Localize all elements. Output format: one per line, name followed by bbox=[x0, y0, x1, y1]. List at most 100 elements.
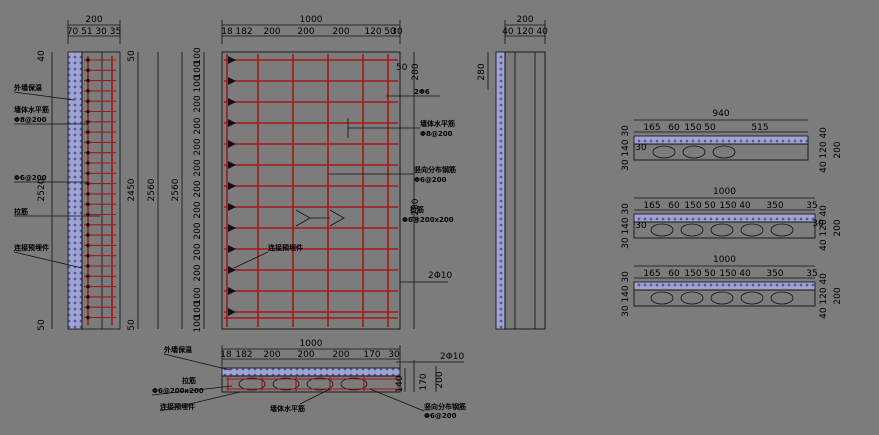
connector-mark bbox=[228, 98, 236, 106]
void-hole bbox=[710, 291, 734, 305]
section-part-dim: 60 bbox=[668, 201, 680, 211]
void-hole bbox=[770, 223, 794, 237]
void-hole bbox=[650, 291, 674, 305]
section-left-dims: 30 140 30 bbox=[621, 203, 631, 249]
section-right-total: 200 bbox=[833, 287, 843, 304]
bottom-void bbox=[238, 377, 266, 391]
left-dim-middle: 2520 bbox=[37, 178, 47, 201]
void-hole bbox=[710, 223, 734, 237]
label-horizontal-bar: 墙体水平筋 bbox=[14, 105, 49, 114]
front-top-part-dim: 30 bbox=[391, 27, 403, 37]
bottom-label-tie-spec: Φ6@200x200 bbox=[152, 387, 204, 395]
left-rung-dot bbox=[86, 212, 90, 217]
label-vertical-spec: Φ6@200 bbox=[14, 174, 47, 182]
front-top-part-dim: 182 bbox=[235, 27, 252, 37]
section-part-dim: 165 bbox=[643, 123, 660, 133]
front-left-dim: 200 bbox=[193, 117, 203, 134]
section-wall bbox=[633, 221, 816, 239]
left-rung-dot bbox=[86, 243, 90, 248]
bottom-part-dim: 200 bbox=[263, 350, 280, 360]
label-front-horizontal-bar: 墙体水平筋 bbox=[420, 119, 455, 128]
left-top-total-dim: 200 bbox=[85, 15, 102, 25]
right-dim-middle: 2450 bbox=[127, 178, 137, 201]
left-top-part-dims: 70 51 30 35 bbox=[67, 27, 121, 37]
bottom-label-horizontal: 墙体水平筋 bbox=[270, 404, 305, 413]
left-rung-dot bbox=[86, 192, 90, 196]
section-part-dim: 150 bbox=[684, 123, 701, 133]
section-part-dim: 150 bbox=[684, 269, 701, 279]
side-insulation bbox=[495, 51, 506, 330]
left-rung-dot bbox=[86, 161, 90, 165]
front-left-dim: 200 bbox=[193, 264, 203, 281]
side-top-total: 200 bbox=[516, 15, 533, 25]
connector-mark bbox=[228, 266, 236, 274]
left-rung-dot bbox=[86, 78, 90, 83]
section-wall bbox=[633, 289, 816, 307]
bottom-void-group bbox=[238, 377, 368, 391]
connector-mark bbox=[228, 224, 236, 232]
void-hole bbox=[740, 291, 764, 305]
front-right-dim-2280: 2280 bbox=[411, 198, 421, 221]
left-rung-dot bbox=[86, 253, 90, 258]
side-left-dim: 280 bbox=[477, 63, 487, 80]
front-left-dim: 200 bbox=[193, 159, 203, 176]
section-left-dims: 30 140 30 bbox=[621, 271, 631, 317]
section-part-dim: 35 bbox=[806, 201, 817, 211]
section-part-dim: 350 bbox=[766, 201, 783, 211]
front-left-dim: 100 bbox=[193, 287, 203, 304]
void-hole bbox=[680, 223, 704, 237]
label-front-tie: 拉筋 bbox=[410, 205, 424, 214]
connector-mark bbox=[228, 287, 236, 295]
left-rung-dot bbox=[86, 99, 90, 103]
left-elevation: 200 70 51 30 35 40 2520 50 50 2450 50 25… bbox=[13, 15, 159, 331]
section-left-mark: 30 bbox=[635, 221, 647, 231]
front-top-total-dim: 1000 bbox=[300, 15, 323, 25]
section-insulation bbox=[633, 213, 816, 223]
label-front-tie-spec: Φ6@200x200 bbox=[402, 216, 454, 224]
bottom-part-dim: 200 bbox=[297, 350, 314, 360]
connector-mark bbox=[228, 161, 236, 169]
connector-mark bbox=[228, 245, 236, 253]
left-rung-dot bbox=[86, 150, 90, 155]
section-part-dim: 60 bbox=[668, 123, 680, 133]
front-left-dim: 100 bbox=[193, 61, 203, 78]
connector-mark bbox=[228, 140, 236, 148]
front-left-dim: 100 bbox=[193, 315, 203, 332]
front-right-dim-280: 280 bbox=[411, 63, 421, 80]
connector-mark bbox=[228, 203, 236, 211]
label-vertical-dist-spec: Φ6@200 bbox=[414, 176, 447, 184]
left-rung-dot bbox=[86, 130, 90, 134]
bottom-rebar-ticks bbox=[227, 377, 399, 391]
section-part-dim: 60 bbox=[668, 269, 680, 279]
bottom-side-dim-a: 140 bbox=[395, 375, 405, 392]
bottom-part-dim: 200 bbox=[332, 350, 349, 360]
section-part-dim: 50 bbox=[704, 201, 716, 211]
label-horizontal-bar-spec: Φ8@200 bbox=[14, 116, 47, 124]
left-rung-dot bbox=[86, 284, 90, 289]
bottom-label-vertical-spec: Φ6@200 bbox=[424, 412, 457, 420]
section-right-mark: 30 bbox=[812, 219, 824, 229]
bottom-label-tie: 拉筋 bbox=[182, 376, 196, 385]
section-width: 1000 bbox=[713, 255, 736, 265]
front-top-part-dim: 18 bbox=[221, 27, 233, 37]
left-rung-dot bbox=[86, 223, 90, 227]
left-rung-dot bbox=[86, 202, 90, 206]
void-hole bbox=[680, 291, 704, 305]
section-part-dim: 165 bbox=[643, 201, 660, 211]
bottom-label-bar: 2Φ10 bbox=[440, 352, 465, 362]
insulation-layer bbox=[67, 51, 83, 330]
front-top-part-dim: 200 bbox=[332, 27, 349, 37]
connector-mark bbox=[228, 119, 236, 127]
section-part-dim: 150 bbox=[719, 269, 736, 279]
label-front-embedded: 连接预埋件 bbox=[268, 243, 303, 252]
section-right-dims: 40 120 40 bbox=[819, 205, 829, 251]
right-dim-top: 50 bbox=[127, 50, 137, 62]
wall-body bbox=[81, 51, 121, 330]
left-rung-dot bbox=[86, 181, 90, 186]
